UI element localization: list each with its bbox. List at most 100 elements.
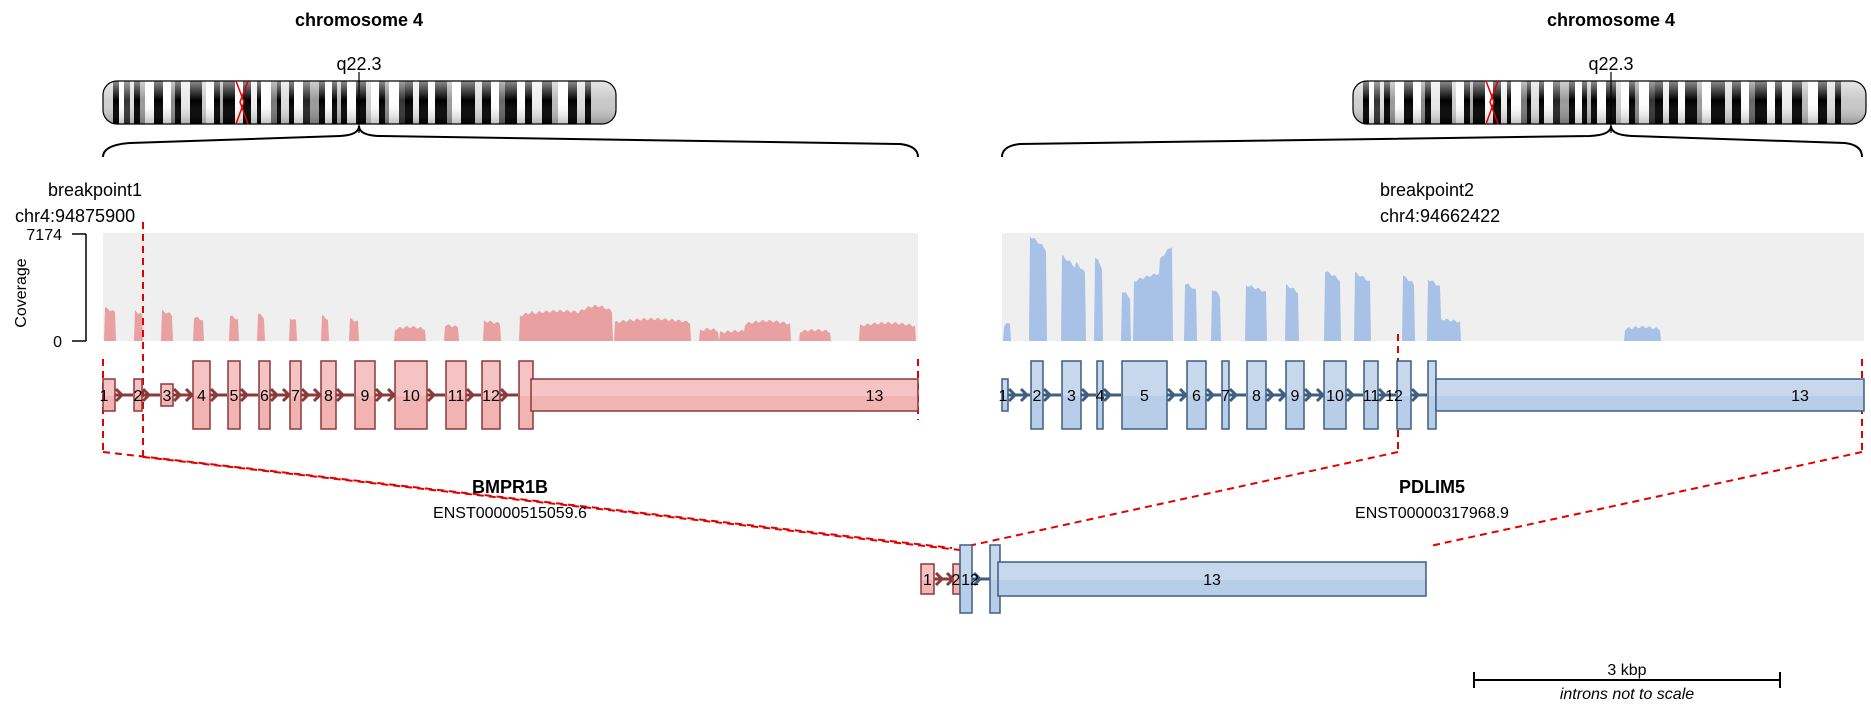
- left-transcript-id: ENST00000515059.6: [433, 505, 587, 522]
- left-exon-label: 1: [100, 388, 109, 405]
- breakpoint-guides: [102, 222, 1863, 551]
- left-exon-label: 5: [230, 388, 239, 405]
- right-exon-2: 2: [1030, 360, 1044, 430]
- right-exon-9: 9: [1285, 360, 1305, 430]
- right-zoom-brace: [1001, 125, 1863, 158]
- right-exon-label: 13: [1791, 388, 1809, 405]
- left-exon-8: 8: [320, 360, 337, 430]
- intron-arrow: [1178, 387, 1189, 403]
- intron-arrow: [1315, 387, 1326, 403]
- intron-arrow: [426, 387, 437, 403]
- intron-arrow: [1410, 387, 1421, 403]
- right-exon-label: 9: [1291, 388, 1300, 405]
- intron-arrow: [269, 387, 280, 403]
- intron-arrow: [1303, 387, 1314, 403]
- right-exon-label: 2: [1033, 388, 1042, 405]
- intron-arrow: [335, 387, 346, 403]
- left-exon-12: 12: [481, 360, 501, 430]
- left-exon-label: 8: [324, 388, 333, 405]
- intron-arrow: [300, 387, 311, 403]
- left-exon-label: 10: [402, 388, 420, 405]
- right-gene-name: PDLIM5: [1399, 477, 1465, 497]
- left-coverage-panel: [103, 233, 918, 341]
- right-exon-label: 6: [1192, 388, 1201, 405]
- intron-arrow: [386, 387, 397, 403]
- intron-arrow: [172, 387, 183, 403]
- left-exon-label: 9: [361, 388, 370, 405]
- fusion-intron-arrow: [934, 571, 945, 587]
- left-exon-label: 12: [482, 388, 500, 405]
- right-breakpoint-label: breakpoint2: [1380, 180, 1474, 200]
- left-exon-9: 9: [354, 360, 376, 430]
- intron-arrow: [1228, 387, 1239, 403]
- left-exon-1: 1: [100, 378, 116, 412]
- intron-arrow: [239, 387, 250, 403]
- left-exon-5: 5: [227, 360, 241, 430]
- left-exon-6: 6: [258, 360, 271, 430]
- intron-arrow: [141, 387, 152, 403]
- right-breakpoint-coordinate: chr4:94662422: [1380, 206, 1500, 226]
- right-exon-8: 8: [1246, 360, 1267, 430]
- left-exon-label: 11: [448, 388, 465, 405]
- right-exon-12: 12: [1385, 360, 1412, 430]
- scale-bar-note: introns not to scale: [1560, 686, 1694, 703]
- fusion-exon-label: 13: [1203, 572, 1221, 589]
- intron-arrow: [312, 387, 323, 403]
- right-exon-1: 1: [999, 378, 1009, 412]
- right-exon-13: [1427, 360, 1437, 430]
- left-exon-label: 13: [866, 388, 884, 405]
- intron-arrow: [1019, 387, 1030, 403]
- right-exon-label: 11: [1363, 388, 1380, 405]
- coverage-axis: 7174 0 Coverage: [13, 227, 87, 351]
- fusion-exon: 12: [959, 544, 979, 614]
- fusion-exon-label: 1: [923, 572, 932, 589]
- left-zoom-brace: [102, 125, 919, 158]
- right-exon-label: 8: [1252, 388, 1261, 405]
- left-centromere-marker: [235, 80, 249, 125]
- right-exon-label: 4: [1096, 388, 1105, 405]
- intron-arrow: [1007, 387, 1018, 403]
- right-chromosome-ideogram: [1352, 72, 1867, 133]
- coverage-axis-title: Coverage: [13, 258, 30, 327]
- fusion-exon: 13: [997, 561, 1427, 597]
- left-exon-label: 6: [260, 388, 269, 405]
- right-exon-5: 5: [1121, 360, 1168, 430]
- intron-arrow: [499, 387, 510, 403]
- right-exon-label: 10: [1326, 388, 1344, 405]
- left-breakpoint-coordinate: chr4:94875900: [15, 206, 135, 226]
- right-band-label: q22.3: [1588, 54, 1633, 74]
- left-band-label: q22.3: [336, 54, 381, 74]
- intron-arrow: [209, 387, 220, 403]
- right-exon-label: 5: [1140, 388, 1149, 405]
- intron-arrow: [114, 387, 125, 403]
- left-exon-4: 4: [192, 360, 211, 430]
- left-exon-2: 2: [133, 378, 143, 412]
- left-exon-11: 11: [445, 360, 467, 430]
- right-exon-undefined: 13: [1435, 378, 1865, 412]
- right-exon-label: 7: [1221, 388, 1230, 405]
- left-exon-label: 3: [163, 388, 172, 405]
- fusion-exon-label: 2: [952, 572, 961, 589]
- left-breakpoint-label: breakpoint1: [48, 180, 142, 200]
- left-exon-label: 2: [134, 388, 143, 405]
- intron-arrow: [1205, 387, 1216, 403]
- intron-arrow: [184, 387, 195, 403]
- intron-arrow: [465, 387, 476, 403]
- left-exon-10: 10: [394, 360, 428, 430]
- right-exon-11: 11: [1363, 360, 1380, 430]
- fusion-exon: 2: [952, 563, 961, 595]
- right-exon-label: 12: [1385, 388, 1403, 405]
- left-chromosome-title: chromosome 4: [295, 10, 423, 30]
- left-exon-label: 7: [291, 388, 300, 405]
- coverage-max-label: 7174: [26, 227, 62, 244]
- left-exon-undefined: 13: [530, 378, 919, 412]
- left-exon-label: 4: [197, 388, 206, 405]
- fusion-exon-label: 12: [961, 572, 979, 589]
- right-coverage-track: [1002, 236, 1864, 341]
- intron-arrow: [281, 387, 292, 403]
- intron-arrow: [1102, 387, 1113, 403]
- intron-arrow: [1166, 387, 1177, 403]
